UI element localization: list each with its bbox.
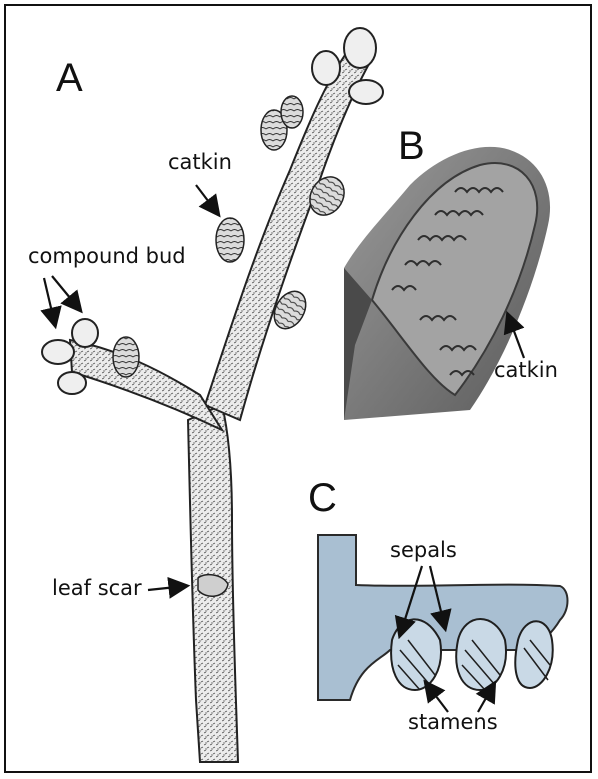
panel-label-b: B bbox=[398, 126, 425, 166]
leaf-scar-arrow bbox=[148, 586, 186, 590]
panel-label-a: A bbox=[56, 58, 83, 98]
stamens-label: stamens bbox=[408, 712, 498, 733]
catkin-b-label: catkin bbox=[494, 360, 558, 381]
compound-bud-arrow-1 bbox=[44, 278, 55, 325]
leaf-scar-label: leaf scar bbox=[52, 578, 142, 599]
catkin-arrow bbox=[196, 185, 218, 214]
compound-bud-arrow-2 bbox=[52, 276, 80, 310]
stamens-arrow-1 bbox=[426, 683, 448, 712]
panel-label-c: C bbox=[308, 478, 337, 518]
compound-bud-label: compound bud bbox=[28, 246, 186, 267]
sepals-label: sepals bbox=[390, 540, 457, 561]
catkin-label: catkin bbox=[168, 152, 232, 173]
